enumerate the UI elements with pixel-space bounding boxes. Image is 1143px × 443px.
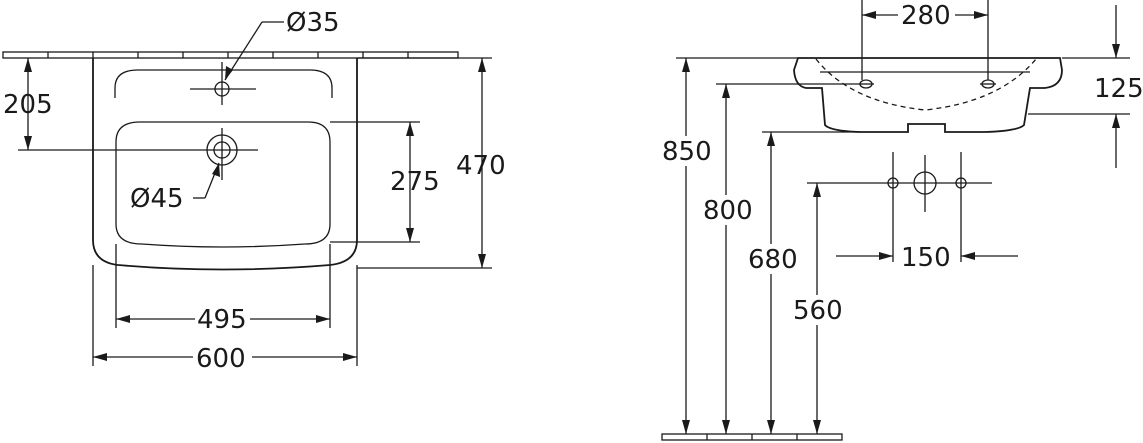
top-view: Ø35 Ø45 205 275 470 495 xyxy=(2,8,506,374)
dim-drain-diameter: Ø45 xyxy=(130,184,184,214)
fixing-hole-right xyxy=(955,177,967,189)
inner-bowl xyxy=(115,121,331,248)
dim-hole-spacing: 280 xyxy=(901,1,951,31)
basin-profile xyxy=(793,57,1063,133)
dim-bowl-width: 495 xyxy=(197,305,247,335)
dim-overall-width: 600 xyxy=(196,344,246,374)
dim-drain-height: 560 xyxy=(793,296,843,326)
dim-bottom-height: 680 xyxy=(748,245,798,275)
dim-drain-spacing: 150 xyxy=(901,243,951,273)
drain-outlet xyxy=(913,171,937,195)
dim-bowl-depth: 275 xyxy=(390,167,440,197)
tap-deck xyxy=(114,69,333,98)
basin-outline xyxy=(92,58,358,271)
side-view: 280 125 850 800 680 xyxy=(661,0,1143,441)
dim-rim-height-offset: 125 xyxy=(1094,74,1143,104)
dim-overall-depth: 470 xyxy=(456,151,506,181)
dim-hole-diameter: Ø35 xyxy=(286,8,340,38)
fixing-hole-left xyxy=(887,177,899,189)
dim-hole-height: 800 xyxy=(703,196,753,226)
dim-hole-to-drain: 205 xyxy=(3,90,53,120)
dim-total-height: 850 xyxy=(662,137,712,167)
wall-strip xyxy=(2,51,459,59)
